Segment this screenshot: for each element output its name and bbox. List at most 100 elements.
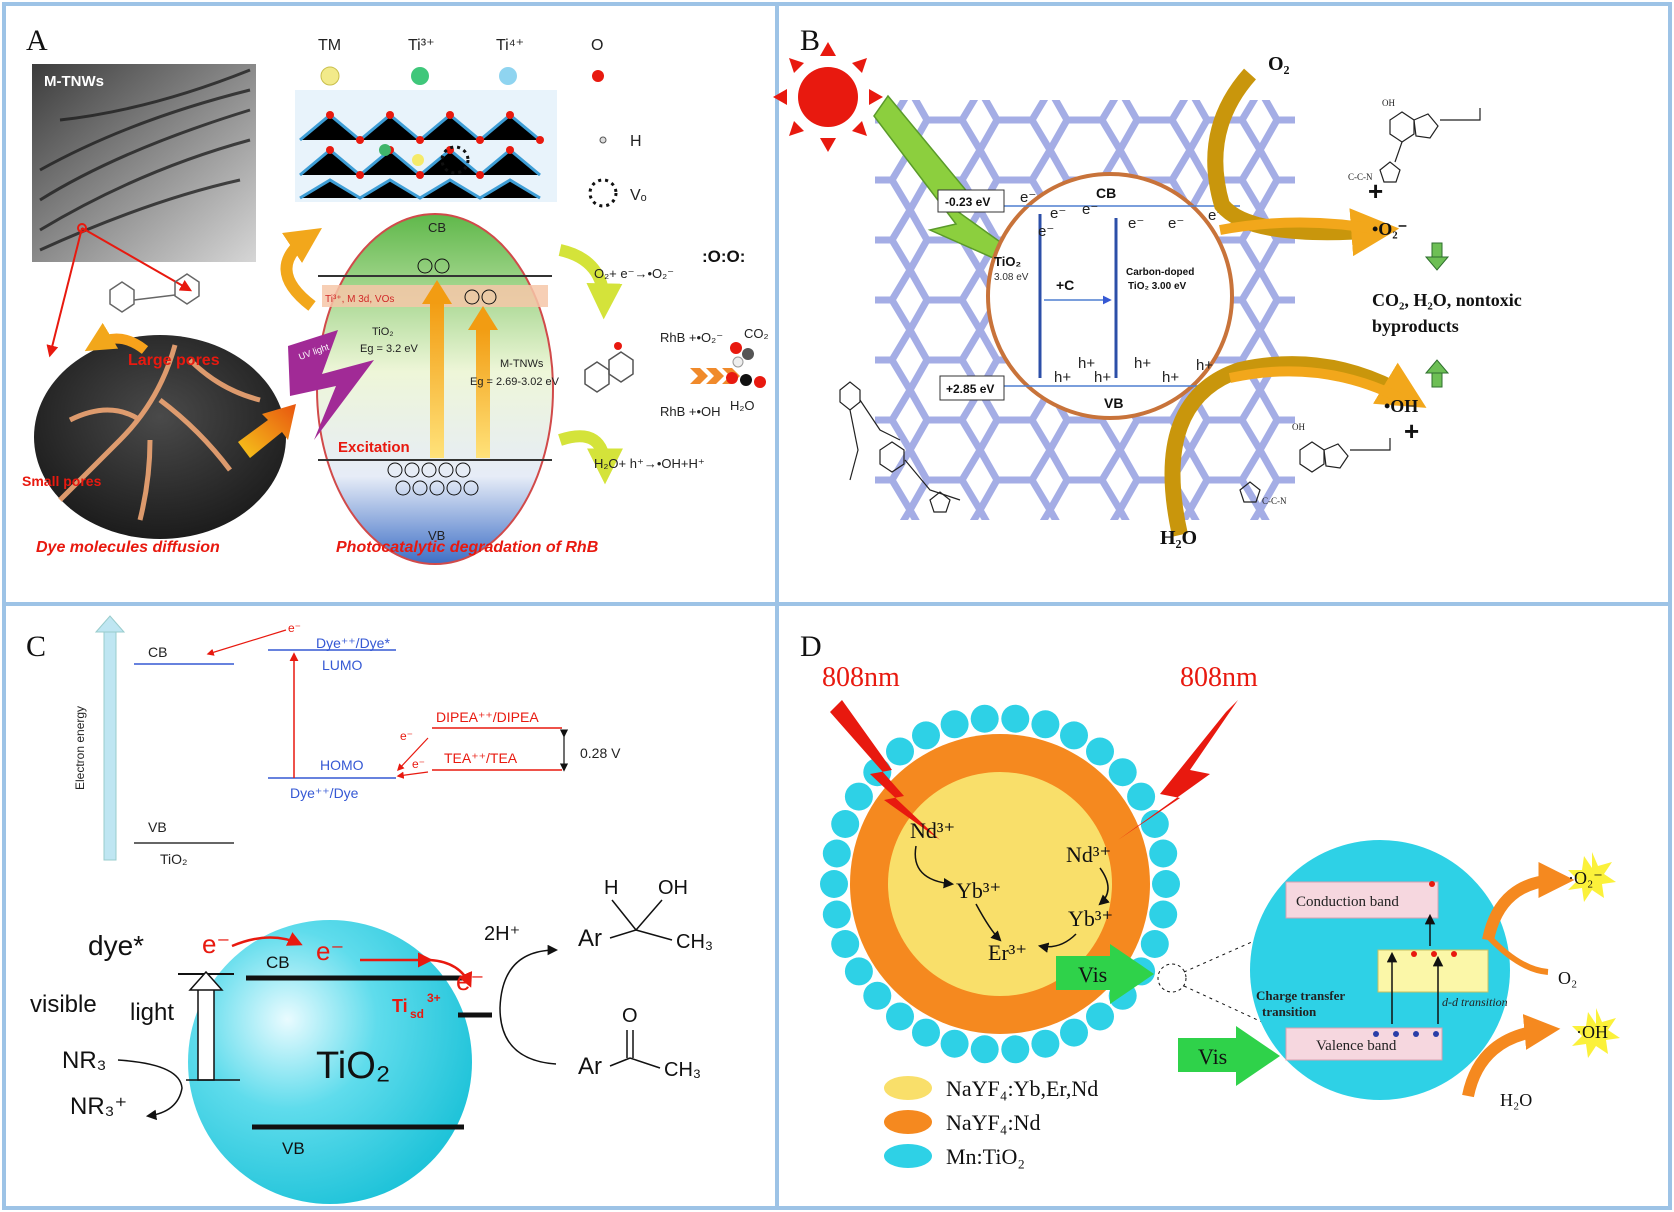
hole-b-5: h+ bbox=[1134, 355, 1151, 372]
vb-label-a: VB bbox=[428, 528, 445, 543]
zoom-line-top bbox=[1183, 925, 1289, 973]
legend-o: O bbox=[591, 37, 603, 54]
mtnws-gap: Eg = 2.69-3.02 eV bbox=[470, 376, 560, 388]
superoxide-star bbox=[1568, 852, 1616, 902]
h2o-label-a: H₂O bbox=[730, 398, 755, 413]
dye-excited-label: Dye⁺⁺/Dye* bbox=[316, 635, 390, 651]
conduction-band-label: Conduction band bbox=[1296, 894, 1399, 910]
hole-b-6: h+ bbox=[1196, 357, 1213, 374]
o2-arrow-b bbox=[1207, 68, 1400, 257]
lumo-label: LUMO bbox=[322, 657, 363, 673]
laser-bolt-right bbox=[1118, 700, 1238, 840]
o2-arrow-a bbox=[558, 244, 623, 320]
shell-bead bbox=[1001, 704, 1030, 733]
legend-swatch-tio2 bbox=[884, 1144, 932, 1168]
conduction-band-box bbox=[1285, 881, 1439, 919]
shell-bead bbox=[820, 870, 848, 898]
rhb-molecule-a bbox=[584, 342, 634, 393]
nd-label-b: Nd³⁺ bbox=[1066, 842, 1111, 867]
hydroxyl-star bbox=[1572, 1008, 1620, 1058]
shell-bead bbox=[822, 839, 851, 868]
plus-c-label: +C bbox=[1056, 277, 1074, 293]
lattice-ti3-atom bbox=[379, 144, 391, 156]
shell-bead bbox=[1108, 758, 1137, 787]
holes-b: h+ h+ h+ h+ h+ h+ bbox=[1054, 355, 1213, 386]
transfer-arrow bbox=[238, 404, 296, 458]
hole-b-3: h+ bbox=[1162, 369, 1179, 386]
panel-a: A M-TNWs Large pores Smal bbox=[22, 24, 769, 565]
shell-bead bbox=[1149, 900, 1178, 929]
co2-label-a: CO₂ bbox=[744, 326, 769, 341]
nayf4-core bbox=[888, 772, 1112, 996]
equation-o2: O₂+ e⁻→•O₂⁻ bbox=[594, 266, 674, 281]
lattice-vacancy bbox=[440, 145, 470, 175]
h2o-arrow-a bbox=[558, 430, 623, 485]
electron-b-5: e⁻ bbox=[1168, 215, 1184, 232]
caption-photocatalytic: Photocatalytic degradation of RhB bbox=[336, 539, 598, 556]
tio2-gap-a: Eg = 3.2 eV bbox=[360, 343, 418, 355]
o2-in-arrow bbox=[1485, 933, 1549, 975]
charge-transfer-label-2: transition bbox=[1262, 1004, 1317, 1019]
legend-tm: TM bbox=[318, 37, 341, 54]
drug-bottom-fragment: OH bbox=[1292, 422, 1305, 432]
mn-tio2-shell-beads bbox=[820, 704, 1180, 1064]
visible-light-arrow bbox=[197, 987, 215, 1081]
cb-label-b: CB bbox=[1096, 185, 1116, 201]
electron-c-dipea: e⁻ bbox=[400, 729, 413, 743]
tio2-gap-b: 3.08 eV bbox=[994, 272, 1029, 283]
mtnws-label: M-TNWs bbox=[500, 358, 544, 370]
vis-arrow-inner bbox=[1056, 944, 1154, 1004]
large-pores-label: Large pores bbox=[128, 352, 220, 369]
small-pores-label: Small pores bbox=[22, 473, 102, 489]
two-h-label: 2H⁺ bbox=[484, 923, 520, 945]
trap-arrow bbox=[429, 958, 473, 988]
h2o-label-b: H₂O bbox=[1160, 527, 1197, 549]
potential-label: 0.28 V bbox=[580, 745, 621, 761]
panel-c-letter: C bbox=[26, 630, 46, 663]
shell-bead bbox=[970, 704, 999, 733]
electrons-d bbox=[1411, 881, 1457, 957]
ch3-alcohol-label: CH₃ bbox=[676, 931, 713, 953]
lattice-oxygen bbox=[326, 111, 544, 179]
zoom-marker bbox=[1157, 963, 1187, 993]
cb-level-box bbox=[937, 189, 1005, 213]
ar-ketone-label: Ar bbox=[578, 1053, 602, 1080]
shell-bead bbox=[1086, 737, 1114, 766]
drug-molecule-left bbox=[839, 381, 961, 513]
equation-h2o: H₂O+ h⁺→•OH+H⁺ bbox=[594, 456, 705, 471]
vis-label-inner: Vis bbox=[1078, 962, 1107, 987]
dye-molecules-a bbox=[109, 273, 200, 313]
shell-bead bbox=[1140, 810, 1169, 838]
yb-label-b: Yb³⁺ bbox=[1068, 906, 1113, 931]
visible-light-arrow-head bbox=[188, 970, 224, 991]
tisd-sub: sd bbox=[410, 1007, 424, 1021]
vis-label-outer: Vis bbox=[1198, 1044, 1227, 1069]
dd-transition-label: d-d transition bbox=[1442, 995, 1508, 1009]
transition-arrows-d bbox=[1386, 913, 1444, 1024]
superoxide-lewis: :O:O: bbox=[702, 247, 745, 266]
tisd-sup: 3+ bbox=[427, 991, 441, 1005]
cb-label-c-big: CB bbox=[266, 953, 290, 972]
visible-label: visible bbox=[30, 991, 97, 1018]
vb-level-box bbox=[939, 375, 1005, 401]
panel-d-border bbox=[775, 602, 1672, 1210]
dye-to-cb-arrow bbox=[231, 932, 303, 948]
legend-shell-label: NaYF₄:Nd bbox=[946, 1110, 1040, 1135]
mid-band-label: Ti³⁺, M 3d, VOs bbox=[325, 294, 394, 305]
superoxide-arrow bbox=[1482, 862, 1575, 942]
electron-b-7: e⁻ bbox=[1038, 223, 1054, 240]
superoxide-label-b: •O₂⁻ bbox=[1372, 219, 1407, 239]
vb-label-b: VB bbox=[1104, 395, 1123, 411]
tio2-label-b: TiO₂ bbox=[994, 254, 1021, 269]
energy-axis bbox=[103, 629, 117, 861]
injection-arrow-c bbox=[206, 629, 287, 656]
tem-image bbox=[32, 64, 256, 262]
tem-pointer-left bbox=[46, 227, 83, 358]
laser-right-label: 808nm bbox=[1180, 662, 1258, 693]
panel-d: D 808nm 808nm Nd³⁺ Yb³⁺ Nd³⁺ Yb³⁺ Er³⁺ V… bbox=[800, 630, 1620, 1169]
h-label: H bbox=[604, 877, 618, 899]
shell-bead bbox=[1060, 721, 1088, 750]
shell-bead bbox=[886, 737, 914, 766]
shell-bead bbox=[1140, 930, 1169, 958]
energy-axis-head bbox=[94, 615, 126, 633]
